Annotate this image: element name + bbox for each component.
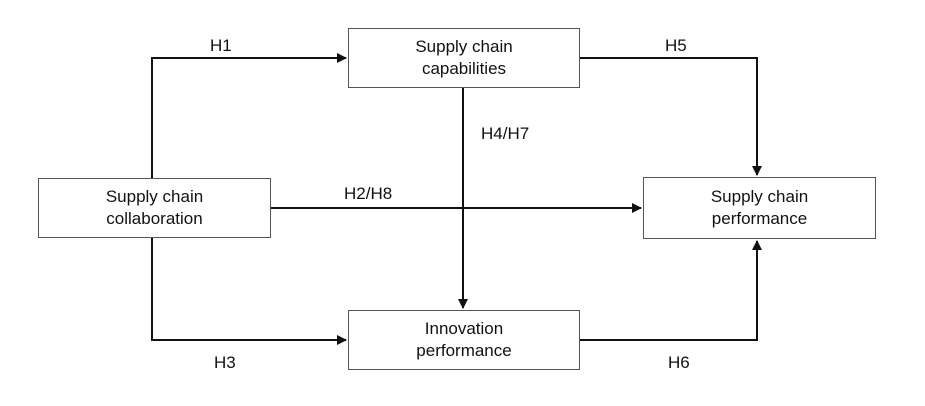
node-performance-line2: performance (711, 209, 808, 228)
arrow-collaboration-to-innovation (151, 238, 347, 345)
node-capabilities-line2: capabilities (421, 59, 507, 78)
node-capabilities-line1: Supply chain (415, 37, 513, 56)
node-innovation-line2: performance (416, 341, 512, 360)
node-innovation-performance: Innovation performance (348, 310, 580, 370)
node-collaboration-line2: collaboration (106, 209, 203, 228)
node-innovation-line1: Innovation (424, 319, 504, 338)
arrow-collaboration-to-capabilities (151, 53, 347, 178)
edge-label-h4-h7: H4/H7 (481, 124, 530, 143)
node-performance-line1: Supply chain (710, 187, 809, 206)
edge-label-h2-h8: H2/H8 (344, 184, 393, 203)
node-collaboration-line1: Supply chain (105, 187, 204, 206)
edge-label-h6: H6 (668, 353, 690, 372)
edge-label-h1: H1 (210, 36, 232, 55)
edge-label-h5: H5 (665, 36, 687, 55)
edge-label-h3: H3 (214, 353, 236, 372)
arrow-capabilities-to-performance (580, 57, 762, 176)
node-supply-chain-capabilities: Supply chain capabilities (348, 28, 580, 88)
node-supply-chain-performance: Supply chain performance (643, 177, 876, 239)
node-supply-chain-collaboration: Supply chain collaboration (38, 178, 271, 238)
arrow-innovation-to-performance (580, 240, 762, 341)
